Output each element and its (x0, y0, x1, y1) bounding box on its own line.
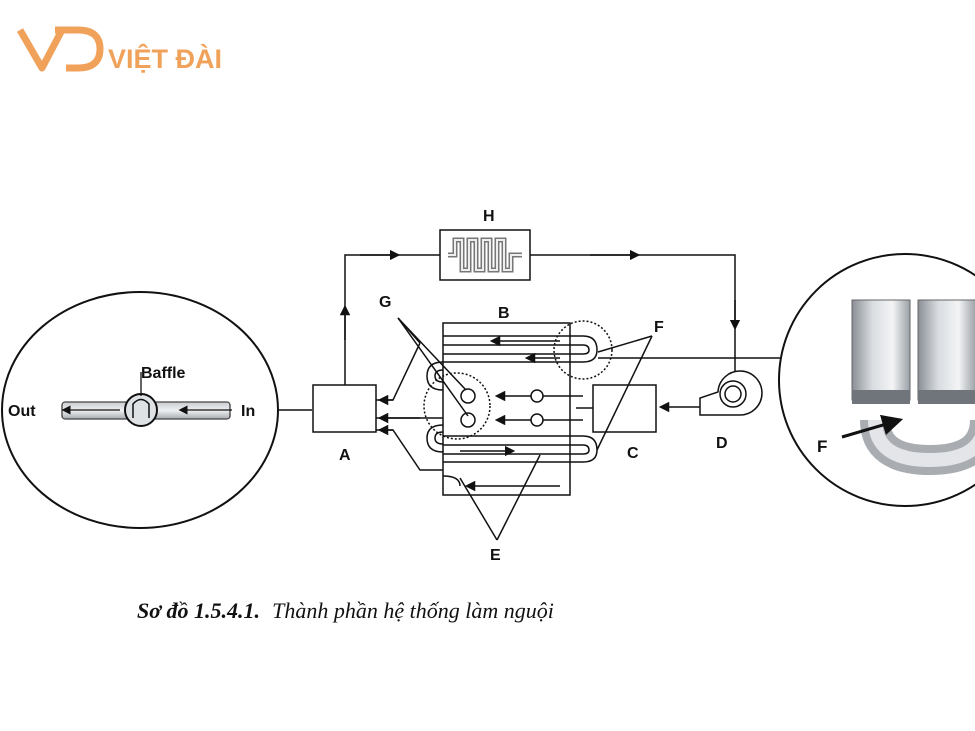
figure-caption: Sơ đồ 1.5.4.1. Thành phần hệ thống làm n… (137, 598, 554, 623)
label-b: B (498, 305, 510, 322)
label-e: E (490, 547, 501, 564)
brand-name: VIỆT ĐÀI (108, 43, 222, 74)
cooling-schematic (312, 229, 763, 541)
in-label: In (241, 403, 255, 420)
out-label: Out (8, 403, 36, 420)
component-b (442, 322, 571, 496)
caption-body: Thành phần hệ thống làm nguội (272, 598, 554, 623)
component-d (699, 370, 763, 416)
u-bend-shape (851, 299, 975, 476)
label-f: F (654, 319, 664, 336)
baffle-label: Baffle (141, 365, 186, 382)
vd-monogram-logo (16, 26, 104, 72)
label-h: H (483, 208, 495, 225)
label-d: D (716, 435, 728, 452)
f-detail-label: F (817, 437, 827, 456)
component-a (312, 384, 377, 433)
caption-prefix: Sơ đồ 1.5.4.1. (137, 598, 260, 623)
return-bend-detail: F (598, 253, 975, 507)
brand-logo: VIỆT ĐÀI (16, 26, 222, 74)
baffle-detail: Baffle Out In (1, 291, 312, 529)
caption-text: Sơ đồ 1.5.4.1. Thành phần hệ thống làm n… (137, 598, 554, 623)
label-a: A (339, 447, 351, 464)
label-g: G (379, 294, 391, 311)
label-c: C (627, 445, 639, 462)
